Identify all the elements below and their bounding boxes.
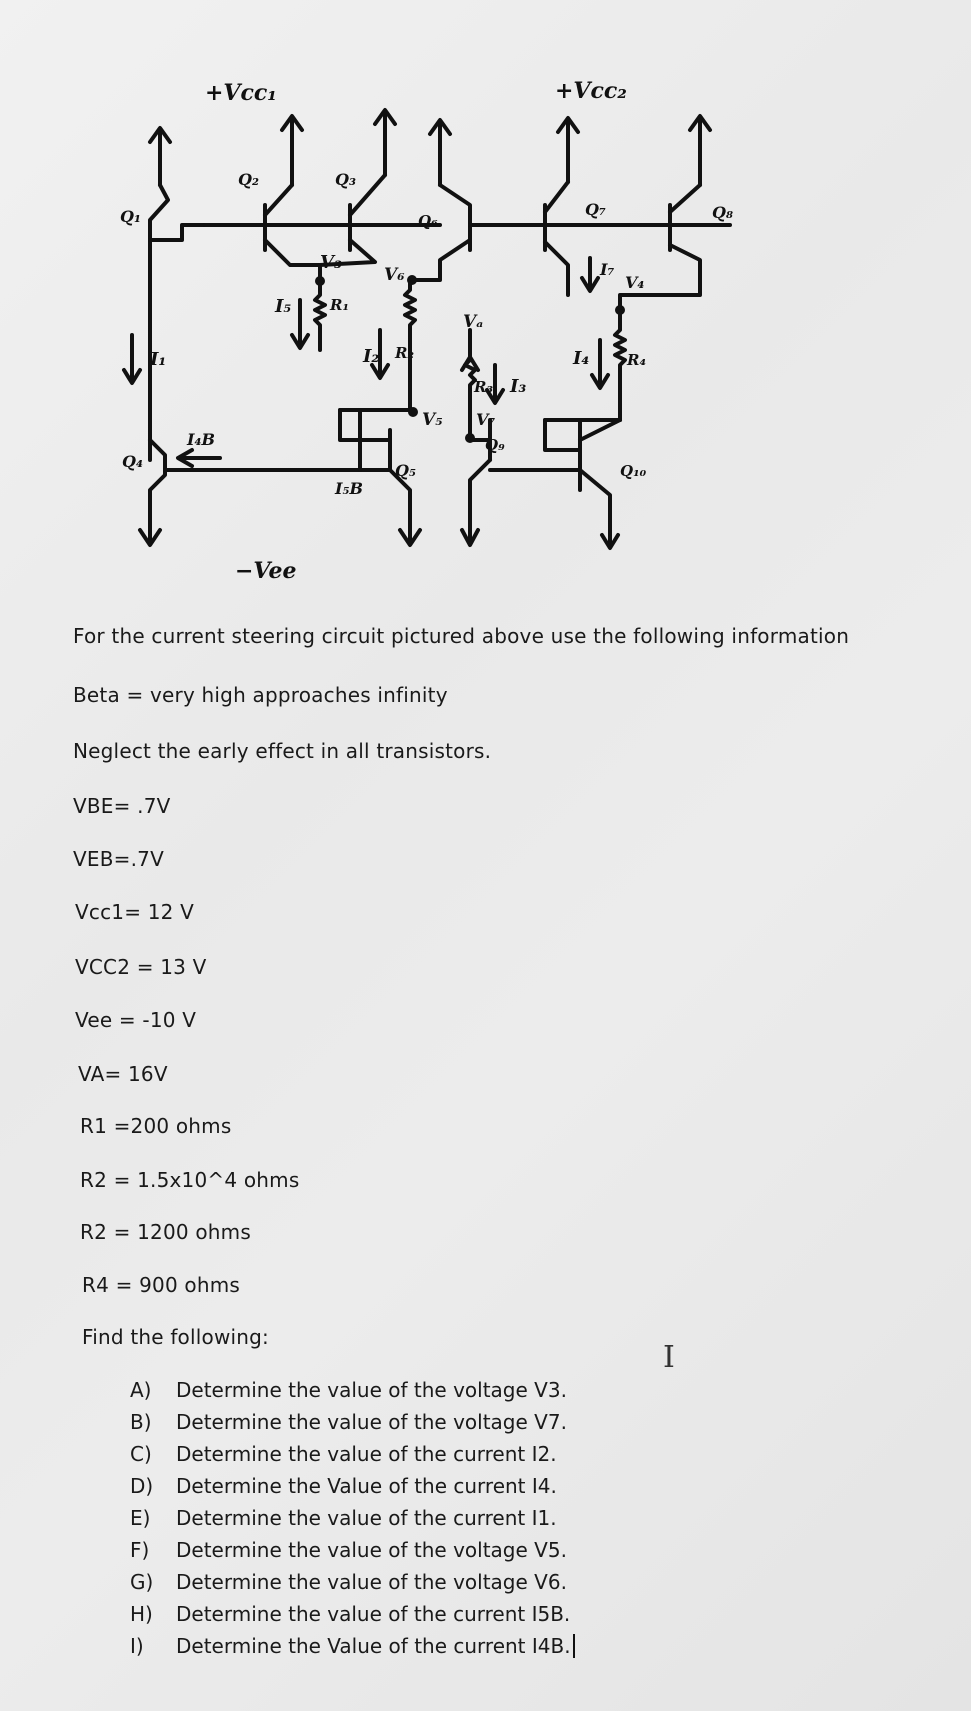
- circuit-diagram: +Vcc₁ +Vcc₂ Q₁ Q₂ Q₃ Q₄ Q₅ Q₆ Q₇ Q₈ Q₉ Q…: [120, 78, 733, 584]
- question-b: B) Determine the value of the voltage V7.: [130, 1410, 567, 1434]
- q8-label: Q₈: [712, 203, 733, 222]
- r4-label: R₄: [626, 351, 646, 369]
- given-r2-second: R2 = 1200 ohms: [80, 1220, 251, 1244]
- q2-label: Q₂: [238, 170, 259, 189]
- question-d: D) Determine the Value of the current I4.: [130, 1474, 557, 1498]
- q10-label: Q₁₀: [620, 462, 647, 480]
- question-text: Determine the Value of the current I4.: [176, 1474, 557, 1498]
- vcc1-label: +Vcc₁: [205, 80, 277, 106]
- i2-label: I₂: [362, 346, 379, 367]
- question-marker: D): [130, 1474, 154, 1498]
- vcc2-label: +Vcc₂: [555, 78, 627, 104]
- given-va: VA= 16V: [78, 1062, 168, 1086]
- question-e: E) Determine the value of the current I1.: [130, 1506, 557, 1530]
- question-text: Determine the Value of the current I4B.: [176, 1634, 571, 1658]
- question-c: C) Determine the value of the current I2.: [130, 1442, 557, 1466]
- va-label: Vₐ: [463, 312, 483, 332]
- r1-label: R₁: [329, 296, 349, 314]
- given-beta: Beta = very high approaches infinity: [73, 683, 448, 707]
- question-g: G) Determine the value of the voltage V6.: [130, 1570, 567, 1594]
- question-text: Determine the value of the voltage V7.: [176, 1410, 567, 1434]
- question-a: A) Determine the value of the voltage V3.: [130, 1378, 567, 1402]
- question-marker: A): [130, 1378, 152, 1402]
- v5-label: V₅: [422, 410, 443, 430]
- q6-label: Q₆: [418, 212, 438, 230]
- vcc1-arrows: [148, 108, 397, 187]
- question-marker: H): [130, 1602, 153, 1626]
- v4-label: V₄: [625, 273, 644, 292]
- vee-label: −Vee: [235, 558, 296, 584]
- given-vcc2: VCC2 = 13 V: [75, 955, 207, 979]
- intro-text: For the current steering circuit picture…: [73, 624, 850, 648]
- text-cursor-icon: I: [663, 1340, 675, 1375]
- vcc2-arrows: [428, 114, 712, 187]
- question-marker: C): [130, 1442, 152, 1466]
- question-text: Determine the value of the current I5B.: [176, 1602, 571, 1626]
- q7-label: Q₇: [585, 200, 606, 219]
- question-text: Determine the value of the current I2.: [176, 1442, 557, 1466]
- i7-label: I₇: [599, 260, 615, 279]
- v6-label: V₆: [384, 265, 405, 285]
- i4-label: I₄: [572, 348, 589, 369]
- question-f: F) Determine the value of the voltage V5.: [130, 1538, 567, 1562]
- question-marker: B): [130, 1410, 152, 1434]
- find-heading: Find the following:: [82, 1325, 269, 1349]
- question-marker: E): [130, 1506, 151, 1530]
- question-text: Determine the value of the voltage V6.: [176, 1570, 567, 1594]
- r2-label: R₂: [394, 344, 414, 362]
- question-text: Determine the value of the current I1.: [176, 1506, 557, 1530]
- given-vbe: VBE= .7V: [73, 794, 171, 818]
- question-text: Determine the value of the voltage V5.: [176, 1538, 567, 1562]
- q3-label: Q₃: [335, 170, 356, 189]
- r3-label: R₃: [473, 378, 493, 396]
- q1-branch: [148, 183, 170, 462]
- question-marker: G): [130, 1570, 154, 1594]
- question-text: Determine the value of the voltage V3.: [176, 1378, 567, 1402]
- question-h: H) Determine the value of the current I5B…: [130, 1602, 570, 1626]
- q1-label: Q₁: [120, 207, 141, 226]
- q9-label: Q₉: [485, 436, 505, 454]
- given-early-effect: Neglect the early effect in all transist…: [73, 739, 492, 763]
- given-vee: Vee = -10 V: [75, 1008, 197, 1032]
- i5-label: I₅: [274, 296, 291, 317]
- i1-label: I₁: [149, 349, 166, 370]
- given-r4: R4 = 900 ohms: [82, 1273, 241, 1297]
- i5b-label: I₅B: [334, 479, 363, 498]
- question-marker: I): [130, 1634, 144, 1658]
- question-marker: F): [130, 1538, 150, 1562]
- given-r2: R2 = 1.5x10^4 ohms: [80, 1168, 300, 1192]
- i3-label: I₃: [509, 376, 526, 397]
- given-r1: R1 =200 ohms: [80, 1114, 232, 1138]
- given-vcc1: Vcc1= 12 V: [75, 900, 195, 924]
- question-i: I) Determine the Value of the current I4B…: [130, 1634, 575, 1658]
- i4b-label: I₄B: [186, 430, 215, 449]
- q4-label: Q₄: [122, 452, 143, 471]
- q5-label: Q₅: [395, 461, 416, 480]
- v7-label: V₇: [476, 410, 495, 429]
- given-veb: VEB=.7V: [73, 847, 164, 871]
- v3-label: V₃: [320, 252, 342, 273]
- text-caret: [572, 1634, 575, 1658]
